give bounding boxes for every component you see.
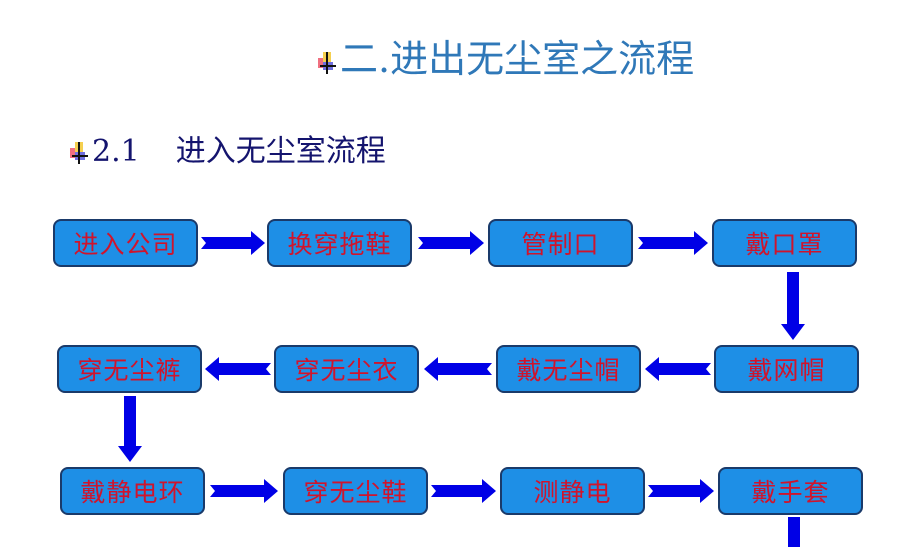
step-box: 戴手套 bbox=[718, 467, 863, 515]
step-box: 戴静电环 bbox=[60, 467, 205, 515]
bullet-icon bbox=[70, 142, 88, 164]
arrow-down-icon bbox=[781, 272, 805, 340]
step-box: 戴口罩 bbox=[712, 219, 857, 267]
step-box: 戴网帽 bbox=[714, 345, 859, 393]
arrow-right-icon bbox=[210, 479, 278, 503]
section-heading: 2.1 进入无尘室流程 bbox=[70, 126, 386, 170]
step-box: 穿无尘衣 bbox=[274, 345, 419, 393]
arrow-down-icon bbox=[788, 517, 800, 547]
step-box: 管制口 bbox=[488, 219, 633, 267]
arrow-right-icon bbox=[201, 231, 265, 255]
step-box: 穿无尘裤 bbox=[57, 345, 202, 393]
page-title: 二.进出无尘室之流程 bbox=[318, 28, 694, 83]
step-box: 穿无尘鞋 bbox=[283, 467, 428, 515]
arrow-right-icon bbox=[638, 231, 708, 255]
arrow-down-icon bbox=[118, 396, 142, 462]
arrow-left-icon bbox=[205, 357, 271, 381]
step-box: 测静电 bbox=[500, 467, 645, 515]
step-box: 戴无尘帽 bbox=[496, 345, 641, 393]
title-text: 二.进出无尘室之流程 bbox=[340, 37, 695, 81]
arrow-left-icon bbox=[645, 357, 711, 381]
section-number: 2.1 bbox=[92, 134, 140, 169]
step-box: 进入公司 bbox=[53, 219, 198, 267]
arrow-right-icon bbox=[648, 479, 714, 503]
step-box: 换穿拖鞋 bbox=[267, 219, 412, 267]
bullet-icon bbox=[318, 51, 336, 74]
arrow-right-icon bbox=[431, 479, 496, 503]
arrow-left-icon bbox=[424, 357, 492, 381]
arrow-right-icon bbox=[418, 231, 484, 255]
section-title: 进入无尘室流程 bbox=[175, 134, 386, 169]
